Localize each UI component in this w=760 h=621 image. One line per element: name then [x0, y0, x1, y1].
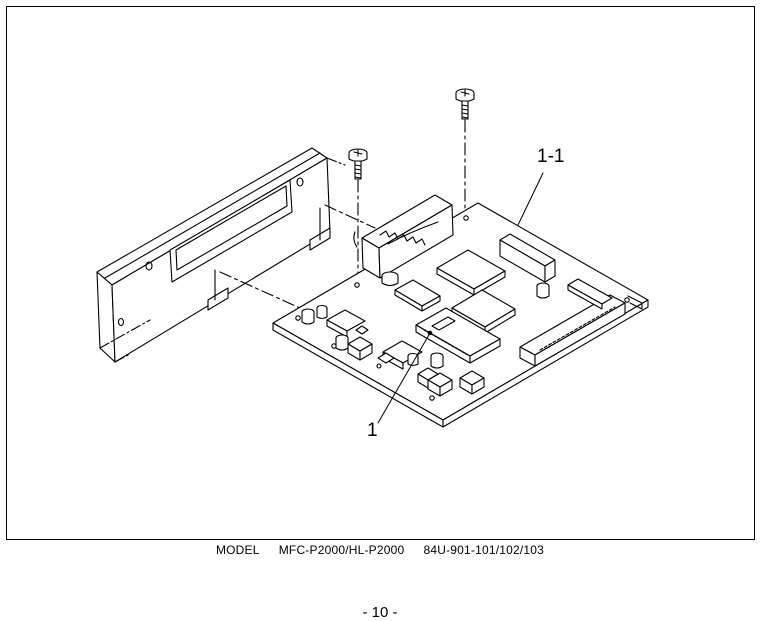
chip-asic	[436, 249, 506, 296]
leader-lines	[377, 172, 544, 424]
chip-memory	[394, 279, 441, 312]
alignment-lines	[219, 119, 466, 309]
header-connector	[499, 233, 556, 283]
small-connector	[567, 278, 613, 310]
regulator	[326, 309, 366, 338]
mounting-bracket	[96, 147, 346, 363]
model-line: MODEL MFC-P2000/HL-P2000 84U-901-101/102…	[0, 543, 760, 557]
model-label: MODEL	[215, 543, 260, 557]
model-names: MFC-P2000/HL-P2000	[278, 543, 405, 557]
callout-board: 1	[367, 420, 378, 441]
exploded-view-drawing	[96, 88, 649, 428]
screw-right	[455, 88, 475, 120]
small-components	[347, 325, 485, 397]
callout-board-assembly: 1-1	[537, 146, 565, 167]
screw-left	[348, 148, 368, 180]
capacitors	[301, 282, 550, 369]
model-code: 84U-901-101/102/103	[423, 543, 545, 557]
page-number: - 10 -	[362, 604, 398, 621]
expansion-slot	[519, 294, 643, 367]
interface-connector	[353, 194, 454, 287]
drawing-frame	[6, 6, 755, 540]
